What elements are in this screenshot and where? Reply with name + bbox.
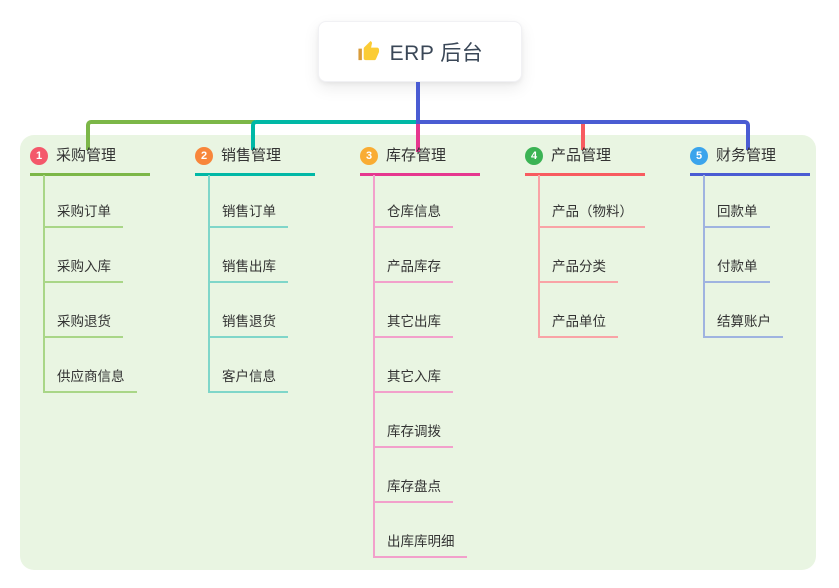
child-label: 销售退货 xyxy=(208,313,288,338)
child-list: 采购订单 采购入库 采购退货 供应商信息 xyxy=(30,173,137,393)
child-node[interactable]: 销售退货 xyxy=(195,283,288,338)
child-node[interactable]: 产品（物料） xyxy=(525,173,645,228)
branch-label: 财务管理 xyxy=(716,147,777,164)
child-label: 采购入库 xyxy=(43,258,123,283)
branch-number-badge: 3 xyxy=(360,147,378,165)
child-label: 回款单 xyxy=(703,203,770,228)
child-spine xyxy=(43,175,45,393)
child-spine xyxy=(373,175,375,558)
child-node[interactable]: 库存调拨 xyxy=(360,393,467,448)
child-node[interactable]: 仓库信息 xyxy=(360,173,467,228)
child-node[interactable]: 库存盘点 xyxy=(360,448,467,503)
child-spine xyxy=(703,175,705,338)
branch-label: 产品管理 xyxy=(551,147,612,164)
child-label: 采购退货 xyxy=(43,313,123,338)
child-node[interactable]: 产品库存 xyxy=(360,228,467,283)
child-label: 采购订单 xyxy=(43,203,123,228)
branch-node[interactable]: 5 财务管理 xyxy=(690,146,810,176)
child-label: 结算账户 xyxy=(703,313,783,338)
trunk-connector xyxy=(415,82,420,122)
child-label: 出库库明细 xyxy=(373,533,467,558)
child-list: 仓库信息 产品库存 其它出库 其它入库 库存调拨 库存盘点 出库库明细 xyxy=(360,173,467,558)
child-node[interactable]: 产品单位 xyxy=(525,283,645,338)
branch-node[interactable]: 3 库存管理 xyxy=(360,146,480,176)
child-label: 供应商信息 xyxy=(43,368,137,393)
branch-number-badge: 1 xyxy=(30,147,48,165)
branch-column: 4 产品管理 产品（物料） 产品分类 产品单位 xyxy=(525,146,685,338)
branch-column: 5 财务管理 回款单 付款单 结算账户 xyxy=(690,146,839,338)
child-label: 库存盘点 xyxy=(373,478,453,503)
child-spine xyxy=(538,175,540,338)
child-node[interactable]: 采购订单 xyxy=(30,173,137,228)
branch-label: 采购管理 xyxy=(56,147,117,164)
child-node[interactable]: 产品分类 xyxy=(525,228,645,283)
branch-node[interactable]: 4 产品管理 xyxy=(525,146,645,176)
child-node[interactable]: 其它入库 xyxy=(360,338,467,393)
child-label: 库存调拨 xyxy=(373,423,453,448)
child-node[interactable]: 出库库明细 xyxy=(360,503,467,558)
child-node[interactable]: 结算账户 xyxy=(690,283,783,338)
connector-segment xyxy=(85,120,255,150)
branch-label: 库存管理 xyxy=(386,147,447,164)
branch-column: 1 采购管理 采购订单 采购入库 采购退货 供应商信息 xyxy=(30,146,190,393)
child-node[interactable]: 采购退货 xyxy=(30,283,137,338)
branch-node[interactable]: 2 销售管理 xyxy=(195,146,315,176)
child-label: 客户信息 xyxy=(208,368,288,393)
child-label: 产品单位 xyxy=(538,313,618,338)
thumbs-up-icon xyxy=(357,40,380,63)
child-label: 仓库信息 xyxy=(373,203,453,228)
child-spine xyxy=(208,175,210,393)
connector-segment xyxy=(580,121,585,150)
child-node[interactable]: 客户信息 xyxy=(195,338,288,393)
child-list: 产品（物料） 产品分类 产品单位 xyxy=(525,173,645,338)
child-label: 产品（物料） xyxy=(538,203,645,228)
child-label: 销售订单 xyxy=(208,203,288,228)
connector-segment xyxy=(415,121,420,152)
child-node[interactable]: 其它出库 xyxy=(360,283,467,338)
branch-column: 3 库存管理 仓库信息 产品库存 其它出库 其它入库 库存调拨 库存盘点 出库库… xyxy=(360,146,520,558)
connector-segment xyxy=(415,120,750,150)
branch-label: 销售管理 xyxy=(221,147,282,164)
branch-node[interactable]: 1 采购管理 xyxy=(30,146,150,176)
branch-number-badge: 4 xyxy=(525,147,543,165)
branch-column: 2 销售管理 销售订单 销售出库 销售退货 客户信息 xyxy=(195,146,355,393)
child-node[interactable]: 供应商信息 xyxy=(30,338,137,393)
root-title: ERP 后台 xyxy=(389,41,484,65)
child-node[interactable]: 采购入库 xyxy=(30,228,137,283)
child-label: 产品分类 xyxy=(538,258,618,283)
connector-segment xyxy=(250,120,422,150)
child-list: 销售订单 销售出库 销售退货 客户信息 xyxy=(195,173,288,393)
child-label: 产品库存 xyxy=(373,258,453,283)
child-label: 其它入库 xyxy=(373,368,453,393)
root-node[interactable]: ERP 后台 xyxy=(318,21,522,82)
child-node[interactable]: 付款单 xyxy=(690,228,783,283)
child-list: 回款单 付款单 结算账户 xyxy=(690,173,783,338)
child-label: 销售出库 xyxy=(208,258,288,283)
child-label: 付款单 xyxy=(703,258,770,283)
child-node[interactable]: 销售订单 xyxy=(195,173,288,228)
child-node[interactable]: 回款单 xyxy=(690,173,783,228)
background-panel xyxy=(20,135,816,570)
branch-number-badge: 5 xyxy=(690,147,708,165)
child-label: 其它出库 xyxy=(373,313,453,338)
branch-number-badge: 2 xyxy=(195,147,213,165)
child-node[interactable]: 销售出库 xyxy=(195,228,288,283)
